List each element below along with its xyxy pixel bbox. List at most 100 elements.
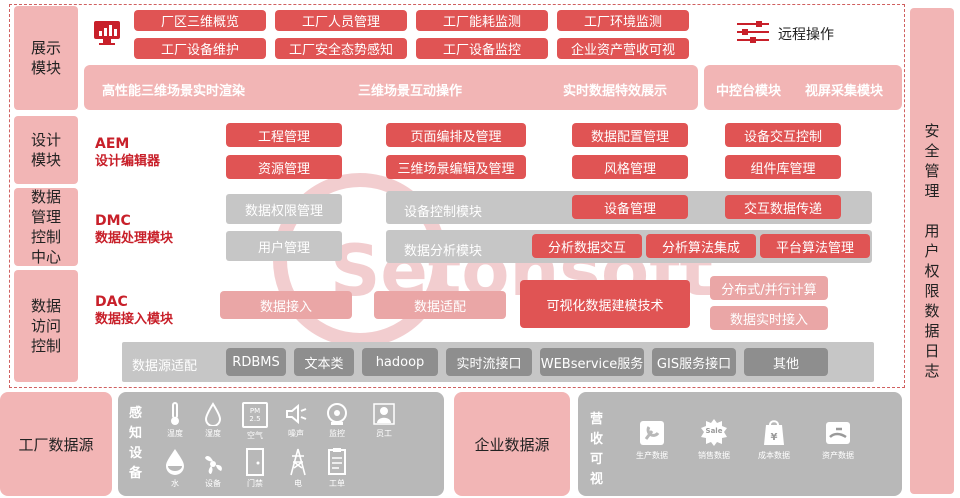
src-webservice[interactable]: WEBservice服务 — [540, 348, 644, 376]
data-management-label: 数据 管理 控制 中心 — [14, 188, 78, 266]
production-icon — [637, 418, 667, 448]
door-icon — [243, 448, 267, 476]
sensor-door-label: 门禁 — [247, 479, 263, 488]
dmc-title-en: DMC — [95, 213, 131, 229]
btn-data-config[interactable]: 数据配置管理 — [572, 123, 688, 147]
revenue-cost: ¥ 成本数据 — [752, 418, 796, 461]
btn-interaction-data-transfer[interactable]: 交互数据传递 — [725, 195, 841, 219]
src-realtime-stream[interactable]: 实时流接口 — [446, 348, 532, 376]
btn-equipment-monitor[interactable]: 工厂设备监控 — [416, 38, 548, 59]
revenue-production-label: 生产数据 — [636, 451, 668, 460]
btn-user-mgmt[interactable]: 用户管理 — [226, 231, 342, 261]
sensor-equipment: 设备 — [198, 452, 228, 489]
sensor-camera-label: 监控 — [329, 429, 345, 438]
src-gis[interactable]: GIS服务接口 — [652, 348, 736, 376]
revenue-asset-label: 资产数据 — [822, 451, 854, 460]
btn-style-mgmt[interactable]: 风格管理 — [572, 155, 688, 179]
enterprise-datasource-label: 企业数据源 — [454, 392, 570, 496]
feature-realtime-render: 高性能三维场景实时渲染 — [102, 84, 246, 99]
btn-page-layout[interactable]: 页面编排及管理 — [386, 123, 526, 147]
remote-control-icon — [736, 18, 770, 46]
sensor-work-order-label: 工单 — [329, 479, 345, 488]
platform-frame — [9, 4, 905, 388]
device-control-label: 设备控制模块 — [404, 205, 483, 220]
btn-realtime-ingest[interactable]: 数据实时接入 — [710, 306, 828, 330]
dac-title-en: DAC — [95, 294, 128, 310]
remote-operation-label[interactable]: 远程操作 — [778, 27, 834, 43]
feature-video-capture: 视屏采集模块 — [805, 84, 884, 99]
security-label: 安全管理 用户权限数据日志 — [924, 122, 940, 380]
asset-icon — [823, 418, 853, 448]
sensor-worker: 员工 — [369, 402, 399, 439]
thermometer-icon — [163, 402, 187, 426]
revenue-asset: 资产数据 — [816, 418, 860, 461]
sensor-door: 门禁 — [240, 448, 270, 489]
sensor-power-label: 电 — [294, 479, 302, 488]
display-module-label: 展示 模块 — [14, 6, 78, 110]
btn-factory-personnel[interactable]: 工厂人员管理 — [275, 10, 407, 31]
power-icon — [286, 448, 310, 476]
sensor-humidity-label: 湿度 — [205, 429, 221, 438]
src-hadoop[interactable]: hadoop — [362, 348, 438, 376]
display-feature-bar — [84, 65, 698, 110]
btn-equipment-maintenance[interactable]: 工厂设备维护 — [134, 38, 266, 59]
aem-title-en: AEM — [95, 136, 130, 152]
datasource-adapter-label: 数据源适配 — [132, 359, 198, 374]
sensor-camera: 监控 — [322, 402, 352, 439]
btn-distributed-compute[interactable]: 分布式/并行计算 — [710, 276, 828, 300]
btn-platform-algorithm[interactable]: 平台算法管理 — [760, 234, 870, 258]
sensor-worker-label: 员工 — [376, 429, 392, 438]
sensor-temperature: 温度 — [160, 402, 190, 439]
worker-icon — [372, 402, 396, 426]
humidity-icon — [201, 402, 225, 426]
btn-component-library[interactable]: 组件库管理 — [725, 155, 841, 179]
noise-icon — [284, 402, 308, 426]
dmc-title-cn: 数据处理模块 — [95, 231, 174, 246]
btn-resource-mgmt[interactable]: 资源管理 — [226, 155, 342, 179]
sensor-equipment-label: 设备 — [205, 479, 221, 488]
btn-environment-monitor[interactable]: 工厂环境监测 — [557, 10, 689, 31]
btn-safety-awareness[interactable]: 工厂安全态势感知 — [275, 38, 407, 59]
src-other[interactable]: 其他 — [744, 348, 828, 376]
camera-icon — [325, 402, 349, 426]
sensor-humidity: 湿度 — [198, 402, 228, 439]
revenue-sales: 销售数据 — [692, 418, 736, 461]
sales-icon — [699, 418, 729, 448]
revenue-visual-label: 营收可视 — [590, 412, 604, 487]
btn-data-ingest[interactable]: 数据接入 — [220, 291, 352, 319]
sensor-noise: 噪声 — [281, 402, 311, 439]
cost-icon: ¥ — [759, 418, 789, 448]
dac-title: DAC 数据接入模块 — [95, 294, 173, 328]
btn-data-adapt[interactable]: 数据适配 — [374, 291, 506, 319]
btn-project-mgmt[interactable]: 工程管理 — [226, 123, 342, 147]
btn-device-interaction[interactable]: 设备交互控制 — [725, 123, 841, 147]
sensor-work-order: 工单 — [322, 446, 352, 489]
sale-badge: Sale — [705, 427, 723, 435]
feature-realtime-effects: 实时数据特效展示 — [563, 84, 668, 99]
btn-visual-modeling[interactable]: 可视化数据建模技术 — [520, 280, 690, 328]
btn-3d-scene-edit[interactable]: 三维场景编辑及管理 — [386, 155, 526, 179]
feature-console: 中控台模块 — [716, 84, 782, 99]
btn-asset-revenue[interactable]: 企业资产营收可视 — [557, 38, 689, 59]
dac-title-cn: 数据接入模块 — [95, 312, 174, 327]
display-control-bar — [704, 65, 902, 110]
equipment-icon — [201, 452, 225, 476]
feature-3d-interaction: 三维场景互动操作 — [358, 84, 463, 99]
src-rdbms[interactable]: RDBMS — [226, 348, 286, 376]
data-analysis-label: 数据分析模块 — [404, 244, 483, 259]
btn-algorithm-integration[interactable]: 分析算法集成 — [646, 234, 756, 258]
sensor-water-label: 水 — [171, 479, 179, 488]
btn-device-mgmt[interactable]: 设备管理 — [572, 195, 688, 219]
revenue-cost-label: 成本数据 — [758, 451, 790, 460]
svg-text:¥: ¥ — [771, 432, 778, 443]
btn-data-permission[interactable]: 数据权限管理 — [226, 194, 342, 224]
src-text[interactable]: 文本类 — [294, 348, 354, 376]
revenue-production: 生产数据 — [630, 418, 674, 461]
revenue-sales-label: 销售数据 — [698, 451, 730, 460]
btn-factory-3d-overview[interactable]: 厂区三维概览 — [134, 10, 266, 31]
btn-analysis-interaction[interactable]: 分析数据交互 — [532, 234, 642, 258]
sensor-water: 水 — [160, 446, 190, 489]
security-management-column: 安全管理 用户权限数据日志 — [910, 8, 954, 494]
btn-energy-monitor[interactable]: 工厂能耗监测 — [416, 10, 548, 31]
